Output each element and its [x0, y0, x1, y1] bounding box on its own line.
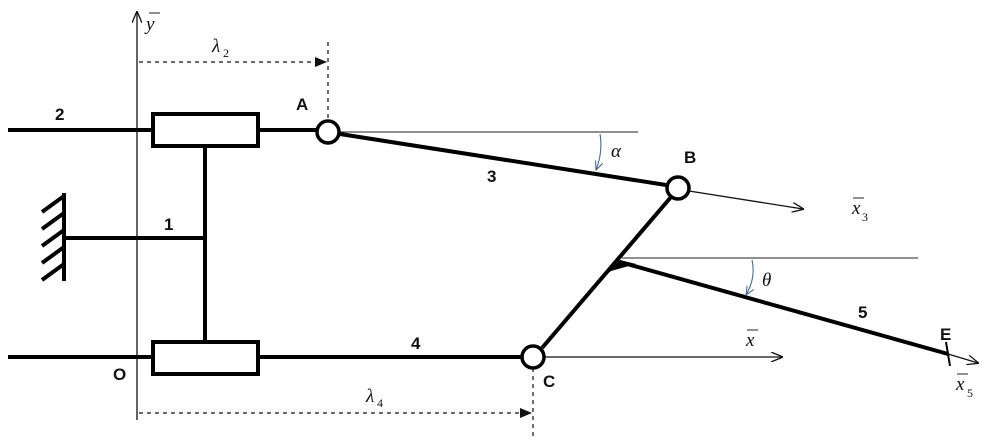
theta-angle-arc: [746, 259, 753, 295]
x3-axis-subscript: 3: [862, 210, 868, 224]
x3-axis-label: x: [851, 198, 861, 219]
x5-axis-subscript: 5: [967, 386, 973, 400]
alpha-label: α: [611, 141, 622, 162]
y-axis-arrow-label: y: [144, 14, 155, 35]
origin-label: O: [113, 365, 126, 384]
point-a-label: A: [296, 95, 308, 114]
joint-c: [520, 344, 546, 370]
joint-b: [665, 175, 691, 201]
x5-axis-label: x: [955, 374, 965, 395]
x3-axis: [688, 190, 803, 209]
link-5-label: 5: [858, 303, 867, 322]
point-e-tick: [945, 341, 951, 367]
upper-slider-block: [151, 112, 260, 148]
link-1-label: 1: [164, 215, 173, 234]
link-3-bar: [339, 132, 667, 187]
lower-slider-block: [151, 340, 260, 376]
x-axis-label: x: [745, 330, 755, 351]
lambda2-subscript: 2: [223, 46, 229, 60]
joint-a: [315, 119, 341, 145]
alpha-angle-arc: [596, 133, 601, 170]
lambda4-subscript: 4: [377, 396, 383, 410]
link-4-label: 4: [411, 334, 421, 353]
ground-hatching: [40, 194, 66, 282]
bell-crank-bar: [540, 195, 673, 350]
point-e-label: E: [940, 325, 951, 344]
link-2-label: 2: [55, 105, 64, 124]
theta-label: θ: [762, 270, 771, 291]
link-5-bar: [619, 260, 949, 356]
point-b-label: B: [684, 148, 696, 167]
x5-axis: [947, 353, 978, 363]
point-c-label: C: [543, 372, 555, 391]
link-3-label: 3: [487, 167, 496, 186]
lambda4-symbol: λ: [365, 386, 374, 407]
lambda2-symbol: λ: [211, 36, 220, 57]
